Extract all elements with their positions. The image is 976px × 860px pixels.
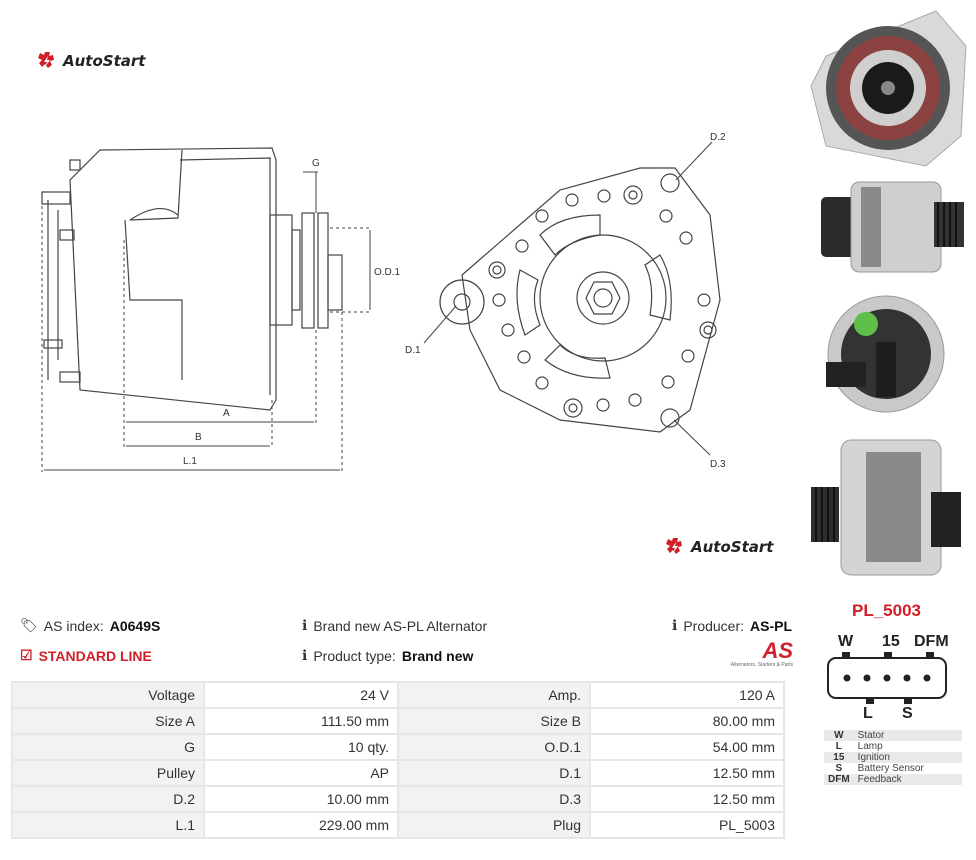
autostart-logo: AutoStart — [37, 51, 145, 71]
brand-new-text: Brand new AS-PL Alternator — [313, 617, 488, 634]
pin-label-l: L — [863, 705, 873, 722]
dim-d3-label: D.3 — [710, 459, 726, 470]
plug-connector-diagram — [827, 652, 947, 704]
producer-label: Producer: — [683, 617, 745, 634]
spec-value: 80.00 mm — [589, 707, 785, 735]
info-icon: ℹ — [302, 647, 308, 663]
spec-value: 229.00 mm — [203, 811, 399, 839]
dim-d1-label: D.1 — [405, 345, 421, 356]
spec-value: 10.00 mm — [203, 785, 399, 813]
spec-value: 24 V — [203, 681, 399, 709]
pin-label-w: W — [838, 633, 854, 650]
as-pl-logo-mark: AS — [762, 638, 793, 663]
legend-pin: 15 — [824, 752, 854, 763]
checkbox-icon: ☑ — [20, 647, 33, 663]
spec-value: 54.00 mm — [589, 733, 785, 761]
product-type-label: Product type: — [313, 647, 396, 664]
product-type-info: ℹ Product type: Brand new — [302, 647, 473, 664]
spec-key: O.D.1 — [397, 733, 591, 761]
spec-value: 111.50 mm — [203, 707, 399, 735]
legend-description: Feedback — [853, 774, 962, 785]
standard-line-badge: ☑ STANDARD LINE — [20, 647, 152, 664]
technical-drawing: A B L.1 G O.D.1 D.2 D.3 D.1 — [41, 132, 726, 472]
legend-description: Lamp — [857, 741, 883, 752]
product-photo-rear — [826, 295, 945, 413]
spec-value: AP — [203, 759, 399, 787]
spec-key: Amp. — [397, 681, 591, 709]
spec-value: PL_5003 — [589, 811, 785, 839]
product-photo-side — [821, 181, 964, 273]
spec-key: Pulley — [11, 759, 205, 787]
tag-icon: 🏷︎ — [20, 617, 38, 633]
product-photo-front — [810, 10, 967, 167]
logo-text: AutoStart — [691, 538, 774, 556]
spec-key: Plug — [397, 811, 591, 839]
spec-key: D.1 — [397, 759, 591, 787]
producer-info: ℹ Producer: AS-PL — [672, 617, 792, 634]
plug-title: PL_5003 — [852, 601, 921, 620]
logo-text: AutoStart — [63, 52, 146, 70]
spec-key: Voltage — [11, 681, 205, 709]
legend-pin: DFM — [824, 774, 854, 785]
brand-new-info: ℹ Brand new AS-PL Alternator — [302, 617, 487, 634]
logo-icon — [666, 538, 682, 554]
legend-description: Ignition — [853, 752, 962, 763]
legend-description: Battery Sensor — [857, 763, 924, 774]
info-icon: ℹ — [302, 617, 308, 633]
product-type-value: Brand new — [401, 647, 474, 664]
spec-value: 12.50 mm — [589, 785, 785, 813]
standard-line-label: STANDARD LINE — [38, 647, 152, 664]
legend-pin: W — [824, 730, 854, 741]
spec-value: 10 qty. — [203, 733, 399, 761]
legend-row: S Battery Sensor — [824, 763, 962, 774]
info-icon: ℹ — [672, 617, 678, 633]
as-index-value: A0649S — [109, 617, 161, 634]
as-index: 🏷︎ AS index: A0649S — [20, 617, 160, 634]
spec-key: L.1 — [11, 811, 205, 839]
pin-label-dfm: DFM — [914, 633, 949, 650]
dim-b-label: B — [195, 432, 202, 443]
as-index-label: AS index: — [43, 617, 104, 634]
legend-pin: S — [835, 763, 843, 774]
spec-key: D.2 — [11, 785, 205, 813]
spec-key: Size A — [11, 707, 205, 735]
legend-pin: L — [835, 741, 842, 752]
spec-value: 120 A — [589, 681, 785, 709]
dim-l1-label: L.1 — [183, 456, 197, 467]
logo-icon — [38, 52, 54, 68]
producer-value: AS-PL — [750, 617, 793, 634]
spec-key: G — [11, 733, 205, 761]
dim-d2-label: D.2 — [710, 132, 726, 143]
autostart-logo-secondary: AutoStart — [665, 537, 773, 557]
dim-g-label: G — [312, 158, 320, 169]
dim-od1-label: O.D.1 — [374, 267, 401, 278]
spec-key: D.3 — [397, 785, 591, 813]
spec-value: 12.50 mm — [589, 759, 785, 787]
legend-description: Stator — [853, 730, 962, 741]
as-pl-logo: AS Alternators, Starters & Parts — [705, 638, 793, 669]
legend-row: L Lamp — [824, 741, 962, 752]
spec-key: Size B — [397, 707, 591, 735]
dim-a-label: A — [223, 408, 230, 419]
pin-label-15: 15 — [882, 633, 900, 650]
as-pl-tagline: Alternators, Starters & Parts — [730, 662, 793, 668]
pin-label-s: S — [902, 705, 913, 722]
product-photo-angle — [811, 439, 961, 576]
